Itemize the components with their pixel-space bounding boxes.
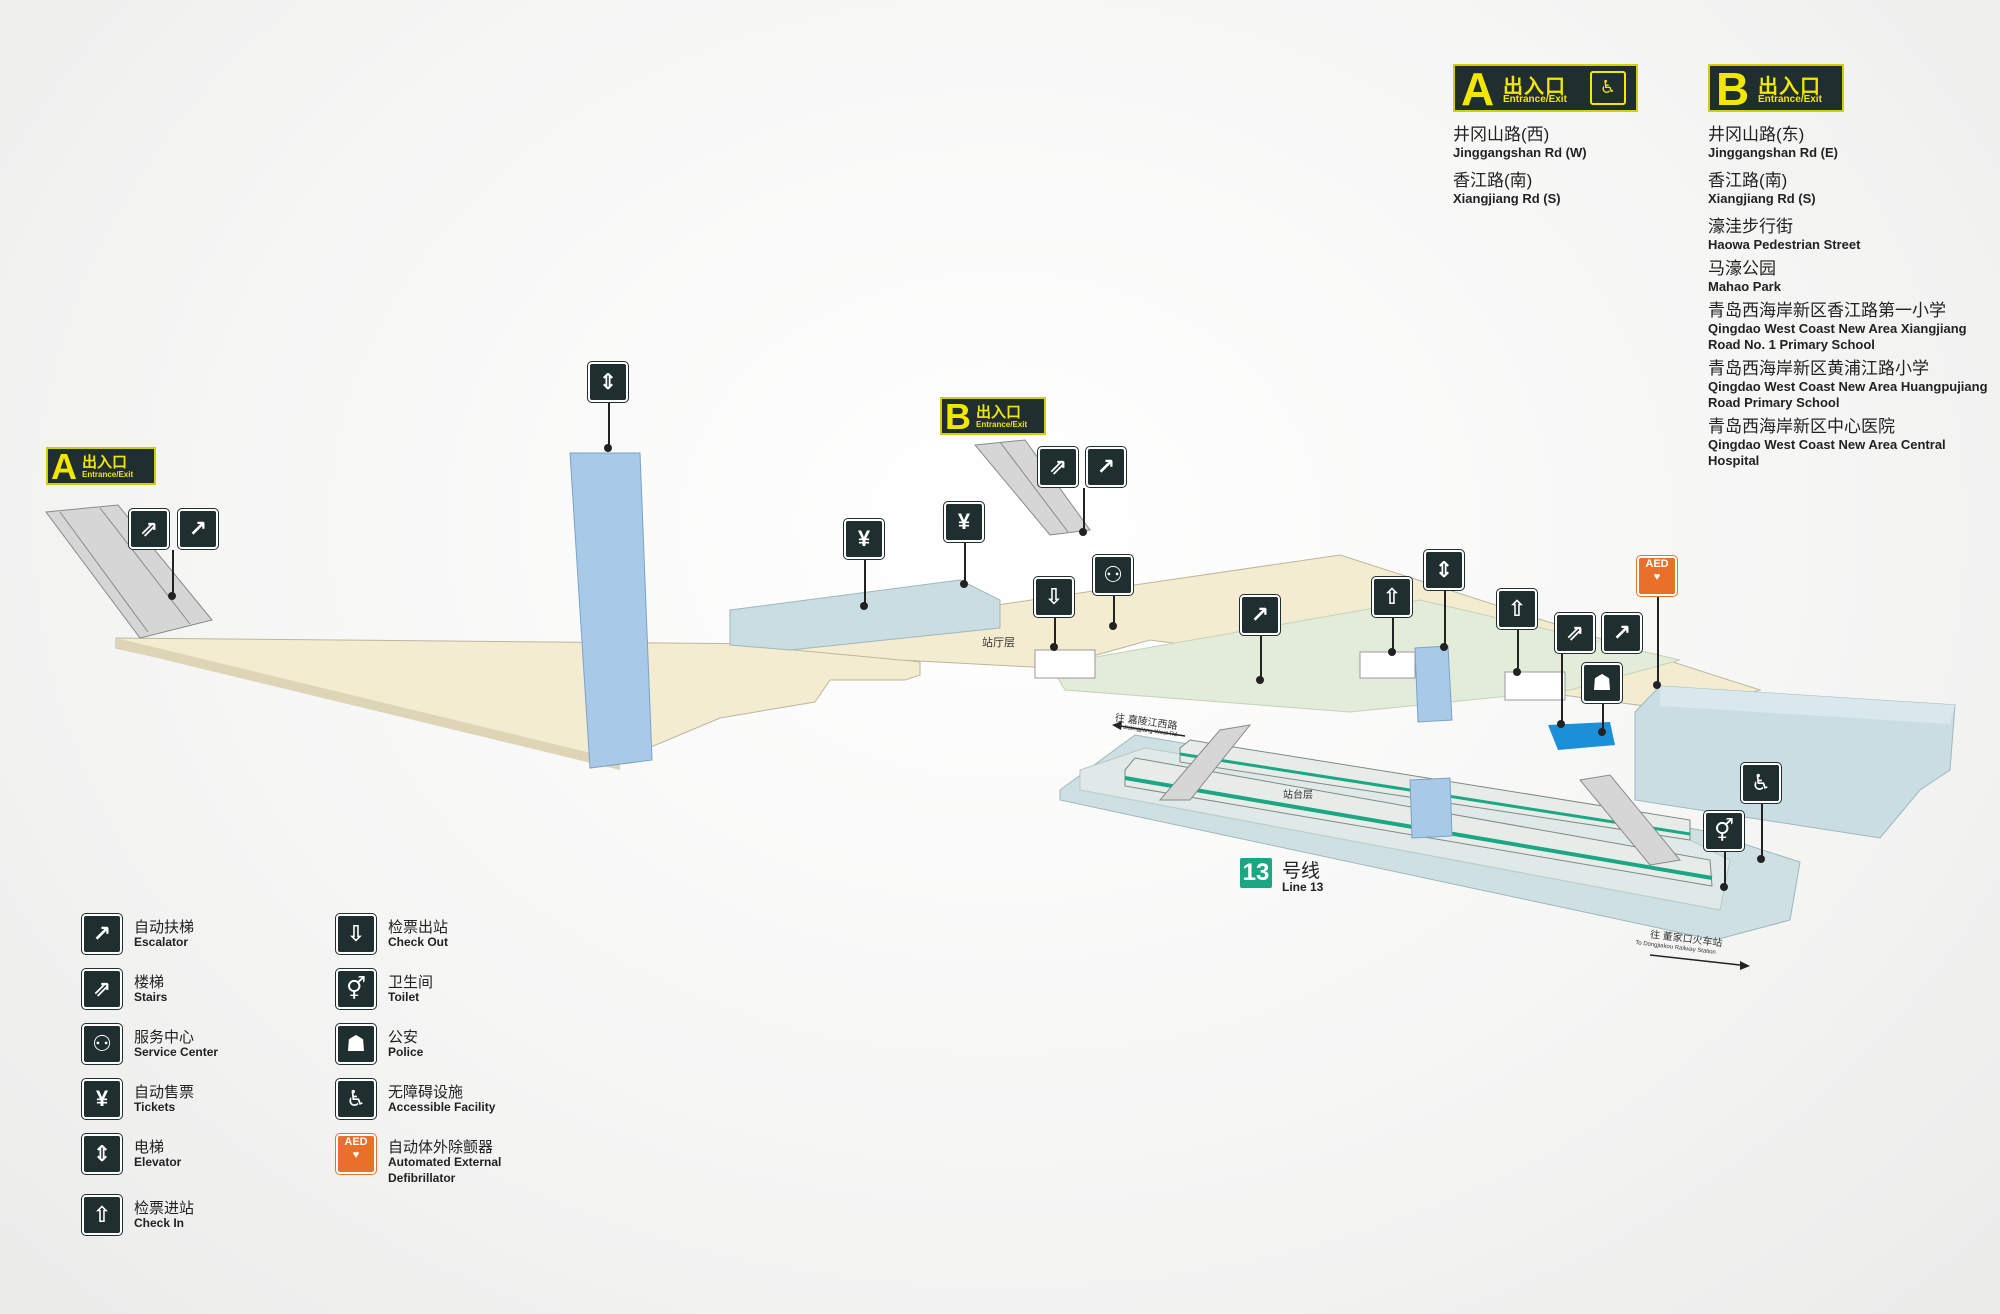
aed-icon: AED♥ [1637,556,1677,596]
check-out-icon: ⇩ [1034,577,1074,617]
exit-a-map-tag: A 出入口 Entrance/Exit [46,446,156,487]
exit-b-header: B 出入口 Entrance/Exit [1708,63,1844,115]
service-center-icon: ⚇ [1093,555,1133,595]
exit-b-map-tag: B 出入口 Entrance/Exit [940,396,1046,437]
escalator-b [974,439,1091,536]
exit-b-label-en: Entrance/Exit [1758,94,1822,105]
elevator-icon: ⇕ [1424,550,1464,590]
check-in-icon: ⇧ [1497,589,1537,629]
escalator-icon: ↗ [1086,447,1126,487]
stairs-icon: ⇗ [1038,447,1078,487]
escalator-icon: ↗ [82,914,122,954]
line-13-badge: 13 [1240,858,1272,888]
platform-label: 站台层 [1283,790,1313,801]
exit-a-label-en: Entrance/Exit [1503,94,1567,105]
exit-b-letter: B [1716,63,1750,115]
tickets-icon: ¥ [82,1079,122,1119]
concourse-label: 站厅层 [982,637,1015,649]
exit-a-letter: A [1461,63,1495,115]
tickets-icon: ¥ [944,502,984,542]
stairs-icon: ⇗ [1555,613,1595,653]
elevator-shaft [569,452,653,769]
escalator-a [45,504,213,639]
destination-item: 井冈山路(东) Jinggangshan Rd (E) [1708,125,1838,160]
corridor-edge [116,638,620,770]
destination-item: 香江路(南) Xiangjiang Rd (S) [1708,171,1816,206]
accessible-icon: ♿ [1741,763,1781,803]
exit-b-label-zh: 出入口 [1758,76,1821,98]
line-13-label-zh: 号线 [1282,861,1321,882]
exit-a-destinations: 井冈山路(西) Jinggangshan Rd (W) 香江路(南) Xiang… [1453,125,1683,217]
police-icon: ☗ [1582,663,1622,703]
elevator-shaft-center [1414,645,1453,723]
exit-b-destinations: 井冈山路(东) Jinggangshan Rd (E) 香江路(南) Xiang… [1708,125,1993,479]
tickets-icon: ¥ [844,519,884,559]
destination-item: 香江路(南) Xiangjiang Rd (S) [1453,171,1561,206]
service-center-icon: ⚇ [82,1024,122,1064]
exit-a-label-zh: 出入口 [1503,76,1566,98]
elevator-icon: ♿ [1590,71,1626,105]
line-13-label-en: Line 13 [1282,880,1324,894]
destination-item: 青岛西海岸新区黄浦江路小学 Qingdao West Coast New Are… [1708,359,1988,410]
destination-item: 青岛西海岸新区香江路第一小学 Qingdao West Coast New Ar… [1708,301,1967,352]
police-icon: ☗ [336,1024,376,1064]
escalator-icon: ↗ [178,509,218,549]
escalator-icon: ↗ [1240,595,1280,635]
check-out-icon: ⇩ [336,914,376,954]
ticket-area-block [729,579,1001,651]
destination-item: 井冈山路(西) Jinggangshan Rd (W) [1453,125,1587,160]
destination-item: 马濠公园 Mahao Park [1708,259,1781,294]
elevator-icon: ⇕ [588,362,628,402]
check-in-icon: ⇧ [1372,577,1412,617]
accessible-icon: ♿ [336,1079,376,1119]
aed-icon: AED♥ [336,1134,376,1174]
toilet-icon: ⚥ [1704,811,1744,851]
destination-item: 青岛西海岸新区中心医院 Qingdao West Coast New Area … [1708,417,1946,468]
escalator-icon: ↗ [1602,613,1642,653]
elevator-icon: ⇕ [82,1134,122,1174]
exit-a-header: A 出入口 Entrance/Exit ♿ [1453,63,1638,115]
destination-item: 濠洼步行街 Haowa Pedestrian Street [1708,217,1861,252]
toilet-icon: ⚥ [336,969,376,1009]
check-in-icon: ⇧ [82,1195,122,1235]
stairs-icon: ⇗ [129,509,169,549]
stairs-icon: ⇗ [82,969,122,1009]
